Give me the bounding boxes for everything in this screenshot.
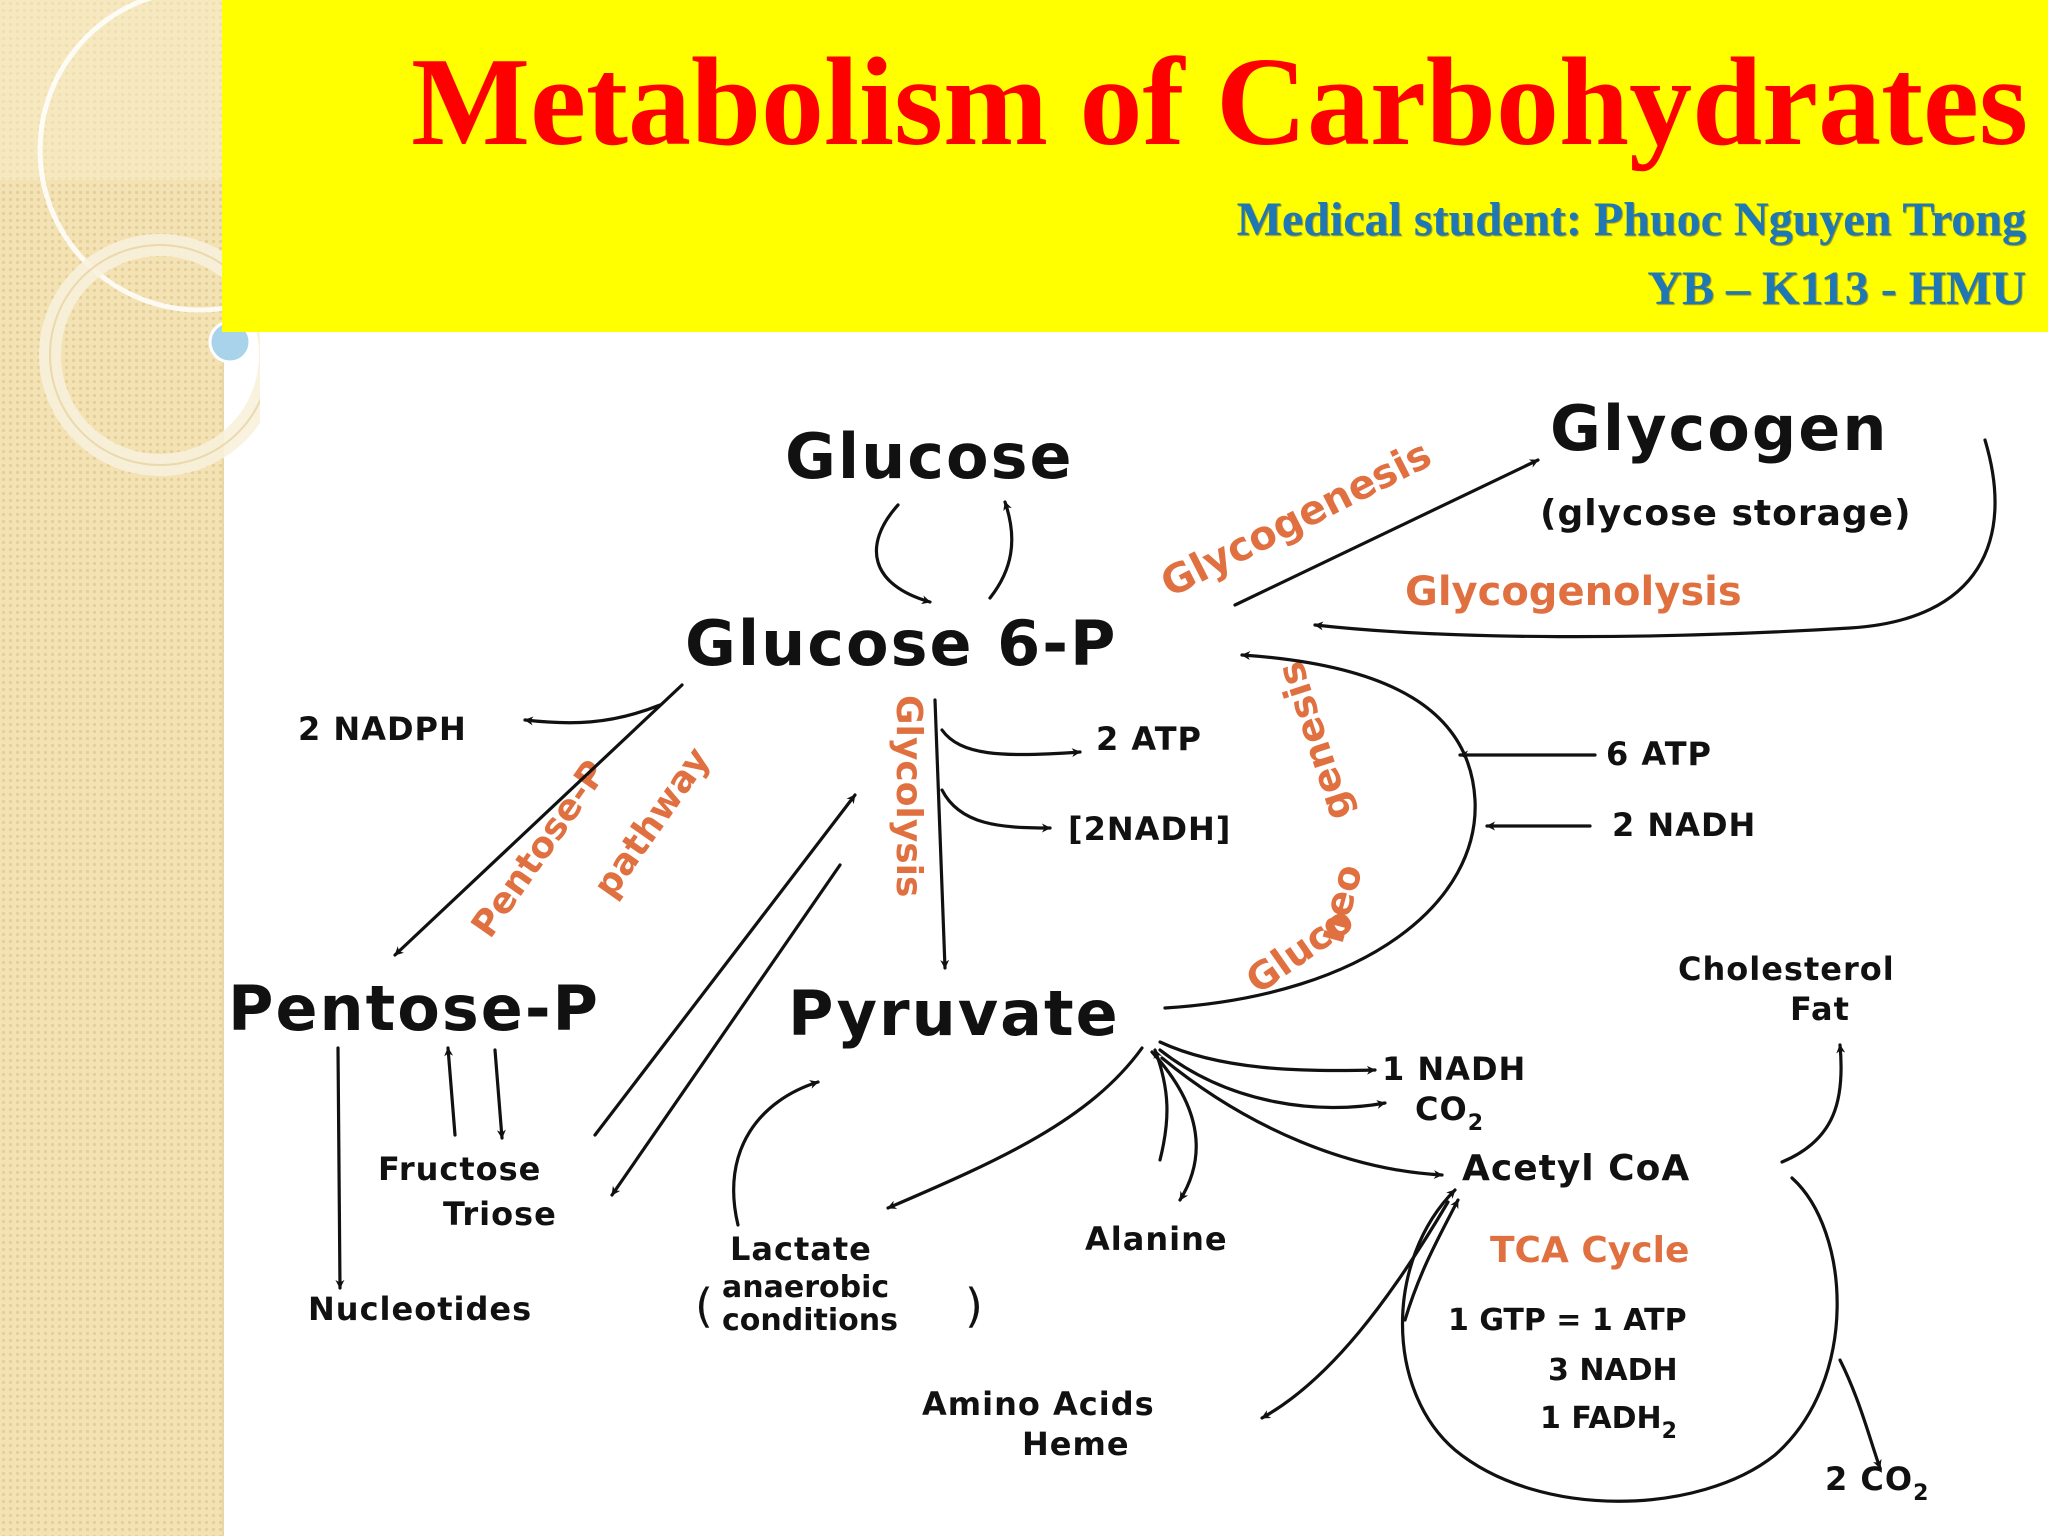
author-line: Medical student: Phuoc Nguyen Trong (1236, 193, 2026, 246)
co2-out-arrow (1838, 1358, 1882, 1470)
co2-out-label: 2 CO2 (1825, 1460, 1929, 1506)
glycogenolysis-label: Glycogenolysis (1405, 569, 1742, 615)
g6p-to-triose-arrow (610, 863, 842, 1197)
aminoacids-to-acetylcoa-arrow (1403, 1198, 1460, 1322)
nadph-label: 2 NADPH (298, 710, 467, 748)
gluconeogenesis-label-2: neo (1308, 860, 1371, 948)
fructose-label: Fructose (378, 1150, 541, 1188)
glucose-label: Glucose (785, 420, 1074, 493)
nadph-arrow (523, 703, 662, 726)
alanine-label: Alanine (1085, 1220, 1228, 1258)
gluconeogenesis-label-3: genesis (1268, 656, 1361, 826)
alanine-to-pyruvate-arrow (1153, 1048, 1169, 1162)
fructose-to-pentose-arrow (444, 1046, 457, 1137)
acetyl-coa-arrow (1160, 1056, 1444, 1180)
title-banner: Metabolism of Carbohydrates Medical stud… (222, 0, 2048, 332)
lactate-paren-open: ( (695, 1279, 713, 1333)
pentose-to-fructose-arrow (493, 1048, 506, 1140)
nucleotides-arrow (335, 1046, 345, 1290)
fadh2-label: 1 FADH2 (1540, 1401, 1677, 1444)
nadh-bracket-arrow (940, 788, 1052, 833)
cholesterol-label: Cholesterol (1678, 950, 1895, 988)
cholesterol-arrow (1780, 1043, 1846, 1164)
heme-label: Heme (1022, 1425, 1130, 1463)
nadh-3-label: 3 NADH (1548, 1353, 1678, 1388)
glycogenesis-label: Glycogenesis (1154, 431, 1439, 607)
amino-acids-label: Amino Acids (922, 1385, 1155, 1423)
lactate-paren-close: ) (965, 1279, 983, 1333)
triose-to-g6p-arrow (593, 793, 857, 1137)
fat-label: Fat (1790, 990, 1850, 1028)
pentose-p-label: Pentose-P (228, 972, 600, 1045)
sidebar-divider (222, 0, 224, 1536)
pyruvate-to-lactate-arrow (886, 1046, 1144, 1210)
atp-6-label: 6 ATP (1606, 735, 1712, 773)
acetyl-coa-label: Acetyl CoA (1462, 1148, 1690, 1189)
g6p-to-glucose-arrow (988, 500, 1014, 600)
glucose-6p-label: Glucose 6-P (685, 607, 1117, 680)
pyruvate-to-alanine-arrow (1150, 1050, 1198, 1202)
atp-2-label: 2 ATP (1096, 720, 1202, 758)
tca-cycle-loop-arrow (1400, 1176, 1839, 1503)
co2-arrow (1158, 1048, 1387, 1110)
atp-2-arrow (940, 728, 1082, 758)
gtp-atp-label: 1 GTP = 1 ATP (1448, 1303, 1687, 1338)
lactate-to-pyruvate-arrow (732, 1080, 820, 1227)
pentose-pathway-arrow (393, 683, 684, 957)
glycogen-note: (glycose storage) (1540, 493, 1912, 534)
anaerobic-label: anaerobic (722, 1270, 889, 1305)
co2-label: CO2 (1415, 1090, 1484, 1136)
conditions-label: conditions (722, 1303, 898, 1338)
nadh-1-arrow (1158, 1040, 1377, 1075)
glucose-to-g6p-arrow (874, 503, 932, 605)
nadh-2-label: 2 NADH (1612, 806, 1756, 844)
pyruvate-label: Pyruvate (788, 977, 1120, 1050)
glycogenesis-arrow (1233, 458, 1540, 607)
page-title: Metabolism of Carbohydrates (411, 33, 2028, 172)
glycolysis-label: Glycolysis (888, 695, 929, 897)
nadh-1-label: 1 NADH (1382, 1050, 1526, 1088)
pentose-pathway-label-1: Pentose-P (464, 753, 615, 945)
tca-cycle-label: TCA Cycle (1490, 1230, 1689, 1271)
acetylcoa-to-aminoacids-arrow (1260, 1200, 1450, 1420)
glycolysis-arrow (933, 698, 950, 970)
glycogen-label: Glycogen (1550, 392, 1888, 465)
class-code: YB – K113 - HMU (1647, 262, 2026, 315)
lactate-label: Lactate (730, 1230, 872, 1268)
glycogenolysis-arrow (1313, 438, 1997, 639)
gluconeogenesis-arrow (1163, 651, 1477, 1010)
decorative-rings (0, 0, 260, 476)
nadh-bracket-label: [2NADH] (1068, 810, 1231, 848)
nucleotides-label: Nucleotides (308, 1290, 532, 1328)
pentose-pathway-label-2: pathway (586, 740, 719, 905)
triose-label: Triose (443, 1195, 557, 1233)
